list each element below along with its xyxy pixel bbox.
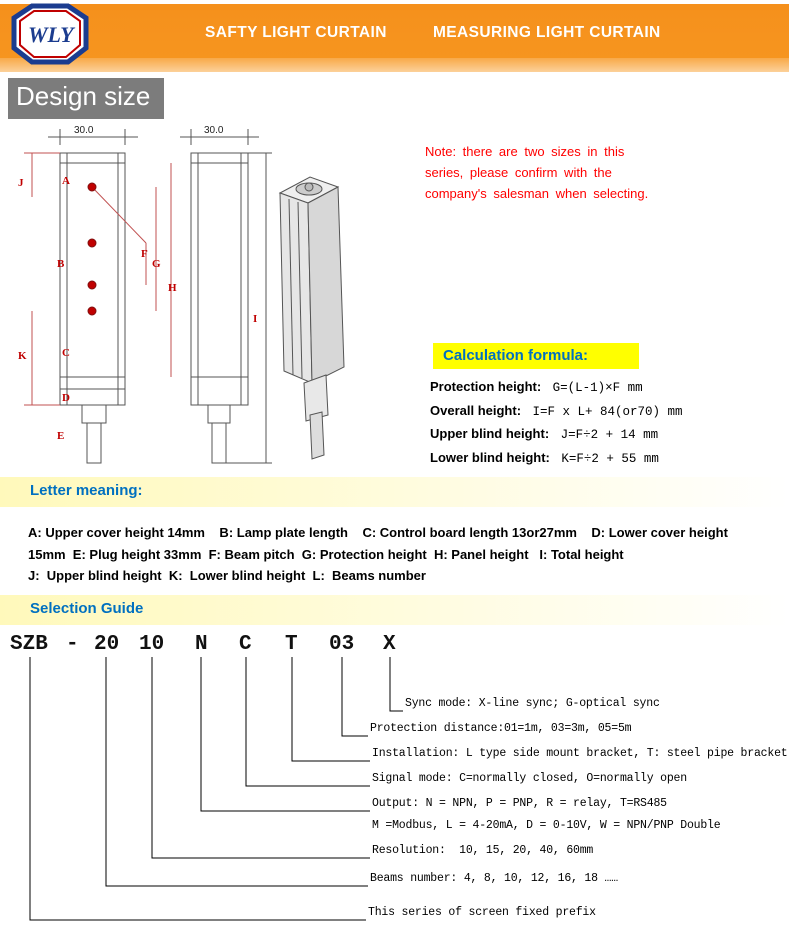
dim-letter-E: E [57, 430, 64, 442]
model-code-dash: - [66, 633, 79, 656]
note-text: Note: there are two sizes in this series… [425, 141, 701, 204]
calc-row-overall-height: Overall height: I=F x L+ 84(or70) mm [430, 402, 683, 426]
dim-letter-K: K [18, 350, 27, 362]
calculation-formula-heading: Calculation formula: [433, 343, 639, 369]
model-code-signal: C [239, 633, 252, 656]
calc-label: Lower blind height: [430, 449, 550, 465]
explanation-signal-mode: Signal mode: C=normally closed, O=normal… [372, 772, 687, 785]
letter-meaning-text: A: Upper cover height 14mm B: Lamp plate… [28, 522, 784, 587]
dim-letter-C: C [62, 347, 70, 359]
explanation-protection-distance: Protection distance:01=1m, 03=3m, 05=5m [370, 722, 632, 735]
letter-meaning-line: A: Upper cover height 14mm B: Lamp plate… [28, 525, 728, 540]
calc-row-protection-height: Protection height: G=(L-1)×F mm [430, 378, 683, 402]
explanation-resolution: Resolution: 10, 15, 20, 40, 60mm [372, 844, 594, 857]
calculation-formula-list: Protection height: G=(L-1)×F mm Overall … [430, 378, 683, 472]
dim-letter-A: A [62, 175, 70, 187]
dim-letter-B: B [57, 258, 65, 270]
dim-letter-J: J [18, 177, 24, 189]
note-line: company's salesman when selecting. [425, 186, 649, 201]
calc-row-lower-blind-height: Lower blind height: K=F÷2 + 55 mm [430, 449, 683, 473]
model-code-resolution: 10 [139, 633, 165, 656]
note-line: series, please confirm with the [425, 165, 612, 180]
technical-drawing: 30.0 30.0 A B C D E F G H I J K [18, 125, 345, 464]
calc-label: Overall height: [430, 402, 522, 418]
side-width-dim: 30.0 [204, 125, 224, 136]
model-code-beams: 20 [94, 633, 120, 656]
beam-dots [87, 182, 97, 316]
explanation-installation: Installation: L type side mount bracket,… [372, 747, 788, 760]
model-code-sync: X [383, 633, 396, 656]
explanation-output-continued: M =Modbus, L = 4-20mA, D = 0-10V, W = NP… [372, 819, 721, 832]
perspective-view [278, 176, 345, 460]
calc-formula: I=F x L+ 84(or70) mm [532, 404, 683, 419]
header-title-safety: SAFTY LIGHT CURTAIN [205, 24, 387, 41]
model-code-output: N [195, 633, 208, 656]
explanation-series-prefix: This series of screen fixed prefix [368, 906, 596, 919]
header-banner-stripe [0, 58, 789, 72]
letter-meaning-heading: Letter meaning: [30, 482, 143, 499]
dim-letter-F: F [141, 248, 148, 260]
calc-label: Upper blind height: [430, 426, 550, 441]
explanation-sync-mode: Sync mode: X-line sync; G-optical sync [405, 697, 660, 710]
calc-formula: J=F÷2 + 14 mm [560, 428, 659, 442]
calc-formula: G=(L-1)×F mm [552, 381, 643, 395]
letter-meaning-line: 15mm E: Plug height 33mm F: Beam pitch G… [28, 546, 624, 562]
dim-letter-D: D [62, 392, 70, 404]
note-line: Note: there are two sizes in this [425, 144, 625, 159]
explanation-output: Output: N = NPN, P = PNP, R = relay, T=R… [372, 797, 667, 810]
calc-label: Protection height: [430, 379, 542, 394]
selection-guide-heading: Selection Guide [30, 600, 144, 617]
selection-guide-band: Selection Guide [0, 595, 789, 625]
header-banner [0, 4, 789, 58]
model-code-prefix: SZB [10, 633, 48, 656]
explanation-beams-number: Beams number: 4, 8, 10, 12, 16, 18 …… [370, 872, 618, 885]
model-code-installation: T [285, 633, 298, 656]
dim-letter-I: I [253, 313, 257, 325]
letter-meaning-band: Letter meaning: [0, 477, 789, 507]
dim-letter-G: G [152, 258, 161, 270]
front-width-dim: 30.0 [74, 125, 94, 136]
logo-text: WLY [28, 22, 76, 47]
dim-letter-H: H [168, 282, 177, 294]
company-logo-icon: WLY [11, 3, 89, 65]
letter-meaning-line: J: Upper blind height K: Lower blind hei… [28, 568, 426, 583]
header-title-measuring: MEASURING LIGHT CURTAIN [433, 24, 661, 41]
calc-row-upper-blind-height: Upper blind height: J=F÷2 + 14 mm [430, 425, 683, 449]
calc-formula: K=F÷2 + 55 mm [561, 451, 659, 466]
page-title: Design size [8, 78, 165, 119]
selection-tree-lines [29, 657, 403, 921]
model-code-distance: 03 [329, 633, 355, 656]
